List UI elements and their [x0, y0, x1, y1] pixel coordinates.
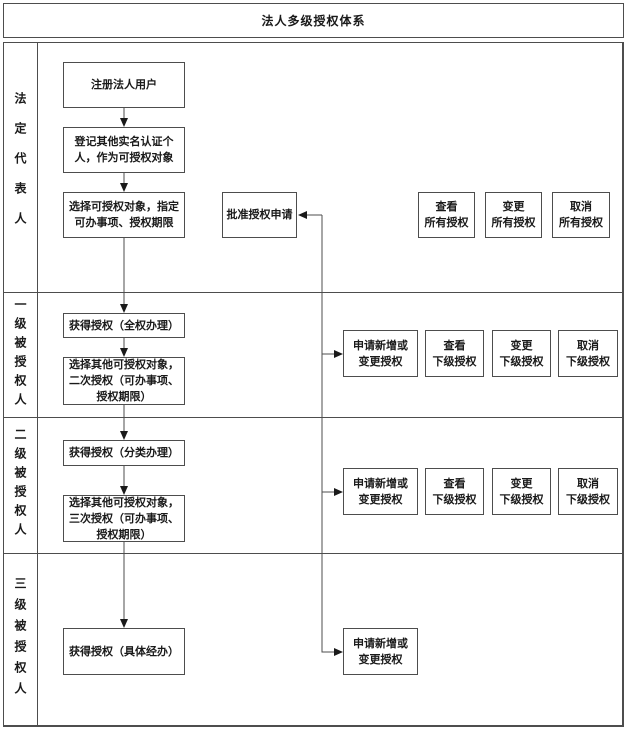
node-view-all-authorizations: 查看 所有授权: [418, 192, 475, 238]
node-l2-obtain-authorization: 获得授权（分类办理）: [63, 440, 185, 466]
lane-divider-2: [3, 417, 624, 418]
node-cancel-all-authorizations: 取消 所有授权: [552, 192, 610, 238]
node-l3-apply-add-or-change: 申请新增或 变更授权: [343, 628, 418, 675]
lane-divider-1: [3, 292, 624, 293]
lane-label-level1-authorized: 一级被授权人: [13, 297, 27, 412]
node-l1-cancel-subordinate: 取消 下级授权: [558, 330, 618, 377]
title-band: 法人多级授权体系: [3, 3, 624, 38]
node-l1-select-targets-secondary: 选择其他可授权对象， 二次授权（可办事项、 授权期限）: [63, 357, 185, 405]
lane-label-level3-authorized: 三级被授权人: [13, 577, 27, 703]
node-register-other-persons: 登记其他实名认证个 人，作为可授权对象: [63, 127, 185, 173]
node-register-legal-user: 注册法人用户: [63, 62, 185, 108]
node-l1-change-subordinate: 变更 下级授权: [492, 330, 551, 377]
lane-label-level2-authorized: 二级被授权人: [13, 428, 27, 542]
node-l2-apply-add-or-change: 申请新增或 变更授权: [343, 468, 418, 515]
node-l2-select-targets-tertiary: 选择其他可授权对象， 三次授权（可办事项、 授权期限）: [63, 495, 185, 542]
lane-divider-3: [3, 553, 624, 554]
diagram-title: 法人多级授权体系: [261, 14, 366, 28]
node-l2-cancel-subordinate: 取消 下级授权: [558, 468, 618, 515]
node-l1-view-subordinate: 查看 下级授权: [425, 330, 484, 377]
label-column-divider: [37, 42, 38, 727]
node-approve-authorization-request: 批准授权申请: [222, 192, 297, 238]
lane-label-legal-representative: 法定代表人: [13, 92, 27, 242]
node-l1-obtain-authorization: 获得授权（全权办理）: [63, 313, 185, 338]
node-select-authorizable-targets: 选择可授权对象，指定 可办事项、授权期限: [63, 192, 185, 238]
node-l1-apply-add-or-change: 申请新增或 变更授权: [343, 330, 418, 377]
node-l2-view-subordinate: 查看 下级授权: [425, 468, 484, 515]
node-l2-change-subordinate: 变更 下级授权: [492, 468, 551, 515]
node-change-all-authorizations: 变更 所有授权: [485, 192, 542, 238]
node-l3-obtain-authorization: 获得授权（具体经办）: [63, 628, 185, 675]
